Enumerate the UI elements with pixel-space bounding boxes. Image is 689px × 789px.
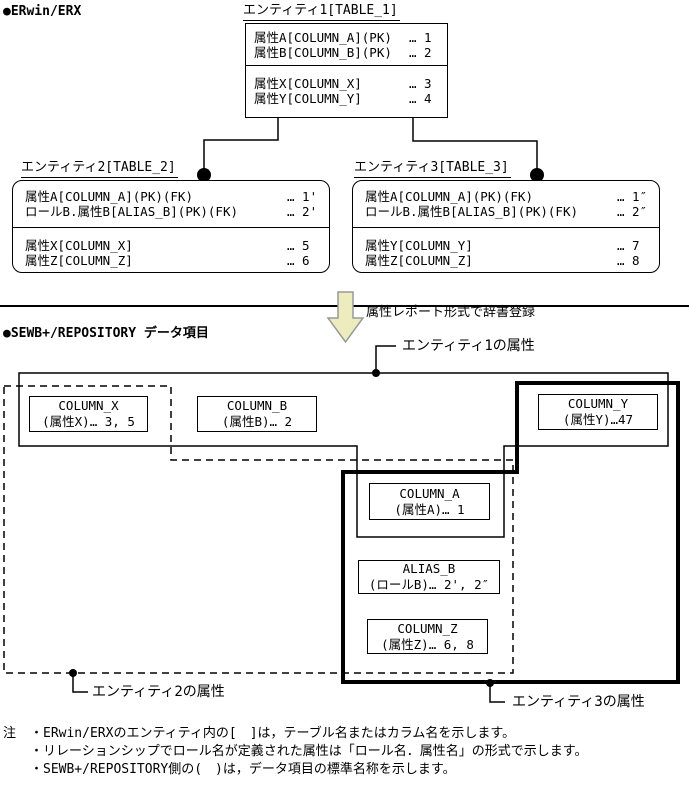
entity2-region-label: エンティティ2の属性 xyxy=(92,684,225,700)
erwin-section-header: ●ERwin/ERX xyxy=(3,4,82,19)
attribute-label: 属性Y[COLUMN_Y] xyxy=(365,238,473,253)
entity2-region-pointer xyxy=(72,675,88,693)
attribute-ref: … 1″ xyxy=(617,189,648,204)
connector-dot-entity2 xyxy=(197,168,211,182)
attribute-row: 属性A[COLUMN_A](PK)(FK) … 1' xyxy=(13,189,329,204)
attribute-ref: … 2' xyxy=(287,204,318,219)
entity1-region-pointer-dot xyxy=(372,369,380,377)
entity3-region-outline xyxy=(341,381,680,684)
attribute-label: 属性B[COLUMN_B](PK) xyxy=(254,45,392,60)
attribute-ref: … 1 xyxy=(409,30,432,45)
data-item-detail: (属性X)… 3, 5 xyxy=(42,414,135,429)
entity3-attr-section: 属性Y[COLUMN_Y] … 7 属性Z[COLUMN_Z] … 8 xyxy=(353,228,659,268)
data-item-name: COLUMN_Y xyxy=(567,396,629,411)
attribute-row: 属性Z[COLUMN_Z] … 6 xyxy=(13,253,329,268)
data-item-name: COLUMN_Z xyxy=(397,620,458,636)
attribute-row: 属性Y[COLUMN_Y] … 7 xyxy=(353,238,659,253)
attribute-label: 属性A[COLUMN_A](PK)(FK) xyxy=(25,189,193,204)
entity2-region-outline xyxy=(3,385,514,674)
attribute-row: 属性A[COLUMN_A](PK)(FK) … 1″ xyxy=(353,189,659,204)
entity3-title: エンティティ3[TABLE_3] xyxy=(354,160,511,178)
transform-arrow-caption: 属性レポート形式で辞書登録 xyxy=(366,305,536,320)
entity2-attr-section: 属性X[COLUMN_X] … 5 属性Z[COLUMN_Z] … 6 xyxy=(13,228,329,268)
attribute-ref: … 3 xyxy=(409,76,432,91)
entity3-region-pointer xyxy=(489,685,505,703)
attribute-row: 属性X[COLUMN_X] … 5 xyxy=(13,238,329,253)
entity2-key-section: 属性A[COLUMN_A](PK)(FK) … 1' ロールB.属性B[ALIAS… xyxy=(13,181,329,228)
data-item-name: COLUMN_A xyxy=(399,485,460,501)
data-item-column-z: COLUMN_Z (属性Z)… 6, 8 xyxy=(367,619,488,654)
data-item-name: COLUMN_B xyxy=(226,398,288,413)
entity3-box: 属性A[COLUMN_A](PK)(FK) … 1″ ロールB.属性B[ALIAS… xyxy=(352,180,660,273)
attribute-label: ロールB.属性B[ALIAS_B](PK)(FK) xyxy=(365,204,579,219)
entity1-region-outline xyxy=(18,372,669,538)
attribute-ref: … 2″ xyxy=(617,204,648,219)
attribute-ref: … 6 xyxy=(287,253,310,268)
attribute-ref: … 1' xyxy=(287,189,318,204)
data-item-detail: (属性A)… 1 xyxy=(394,501,465,517)
data-item-detail: (属性Y)…47 xyxy=(562,412,634,427)
attribute-label: 属性Z[COLUMN_Z] xyxy=(25,253,133,268)
entity1-region-pointer xyxy=(375,345,396,371)
attribute-ref: … 7 xyxy=(617,238,640,253)
entity3-region-pointer-dot xyxy=(486,679,494,687)
attribute-row: ロールB.属性B[ALIAS_B](PK)(FK) … 2' xyxy=(13,204,329,219)
data-item-column-y: COLUMN_Y (属性Y)…47 xyxy=(538,394,658,430)
sewb-section-header: ●SEWB+/REPOSITORY データ項目 xyxy=(3,326,209,341)
attribute-label: 属性X[COLUMN_X] xyxy=(25,238,133,253)
attribute-ref: … 2 xyxy=(409,45,432,60)
entity3-region-label: エンティティ3の属性 xyxy=(512,694,645,710)
entity2-box: 属性A[COLUMN_A](PK)(FK) … 1' ロールB.属性B[ALIAS… xyxy=(12,180,330,273)
entity1-region-label: エンティティ1の属性 xyxy=(402,338,535,354)
data-item-detail: (ロールB)… 2', 2″ xyxy=(368,577,490,592)
entity1-key-section: 属性A[COLUMN_A](PK) … 1 属性B[COLUMN_B](PK) … … xyxy=(246,24,447,66)
data-item-column-x: COLUMN_X (属性X)… 3, 5 xyxy=(29,396,148,432)
entity2-region-pointer-dot xyxy=(69,669,77,677)
attribute-label: 属性A[COLUMN_A](PK)(FK) xyxy=(365,189,533,204)
note-prefix: 注 xyxy=(3,726,17,741)
note-line: ・ERwin/ERXのエンティティ内の[ ]は，テーブル名またはカラム名を示しま… xyxy=(30,726,516,741)
data-item-name: COLUMN_X xyxy=(58,398,119,413)
transform-arrow-icon xyxy=(326,291,365,344)
entity1-box: 属性A[COLUMN_A](PK) … 1 属性B[COLUMN_B](PK) … … xyxy=(245,23,448,118)
connector-dot-entity3 xyxy=(530,168,544,182)
attribute-label: ロールB.属性B[ALIAS_B](PK)(FK) xyxy=(25,204,239,219)
attribute-row: 属性X[COLUMN_X] … 3 xyxy=(246,76,447,91)
attribute-row: ロールB.属性B[ALIAS_B](PK)(FK) … 2″ xyxy=(353,204,659,219)
attribute-row: 属性Y[COLUMN_Y] … 4 xyxy=(246,91,447,106)
note-line: ・リレーションシップでロール名が定義された属性は「ロール名．属性名」の形式で示し… xyxy=(30,744,588,759)
attribute-label: 属性A[COLUMN_A](PK) xyxy=(254,30,392,45)
connector-line-entity3 xyxy=(412,118,538,171)
data-item-detail: (属性Z)… 6, 8 xyxy=(381,636,474,652)
attribute-row: 属性A[COLUMN_A](PK) … 1 xyxy=(246,30,447,45)
data-item-column-b: COLUMN_B (属性B)… 2 xyxy=(197,396,317,432)
entity3-key-section: 属性A[COLUMN_A](PK)(FK) … 1″ ロールB.属性B[ALIAS… xyxy=(353,181,659,228)
attribute-ref: … 4 xyxy=(409,91,432,106)
attribute-row: 属性Z[COLUMN_Z] … 8 xyxy=(353,253,659,268)
attribute-ref: … 8 xyxy=(617,253,640,268)
data-item-alias-b: ALIAS_B (ロールB)… 2', 2″ xyxy=(358,560,500,594)
data-item-column-a: COLUMN_A (属性A)… 1 xyxy=(369,483,490,520)
entity1-attr-section: 属性X[COLUMN_X] … 3 属性Y[COLUMN_Y] … 4 xyxy=(246,66,447,106)
attribute-label: 属性X[COLUMN_X] xyxy=(254,76,362,91)
data-item-detail: (属性B)… 2 xyxy=(221,414,293,429)
attribute-row: 属性B[COLUMN_B](PK) … 2 xyxy=(246,45,447,60)
note-line: ・SEWB+/REPOSITORY側の( )は，データ項目の標準名称を示します。 xyxy=(30,762,456,777)
attribute-label: 属性Y[COLUMN_Y] xyxy=(254,91,362,106)
attribute-ref: … 5 xyxy=(287,238,310,253)
entity2-title: エンティティ2[TABLE_2] xyxy=(21,160,178,178)
connector-line-entity2 xyxy=(203,118,279,171)
entity1-title: エンティティ1[TABLE_1] xyxy=(243,3,400,21)
attribute-label: 属性Z[COLUMN_Z] xyxy=(365,253,473,268)
data-item-name: ALIAS_B xyxy=(402,561,456,576)
